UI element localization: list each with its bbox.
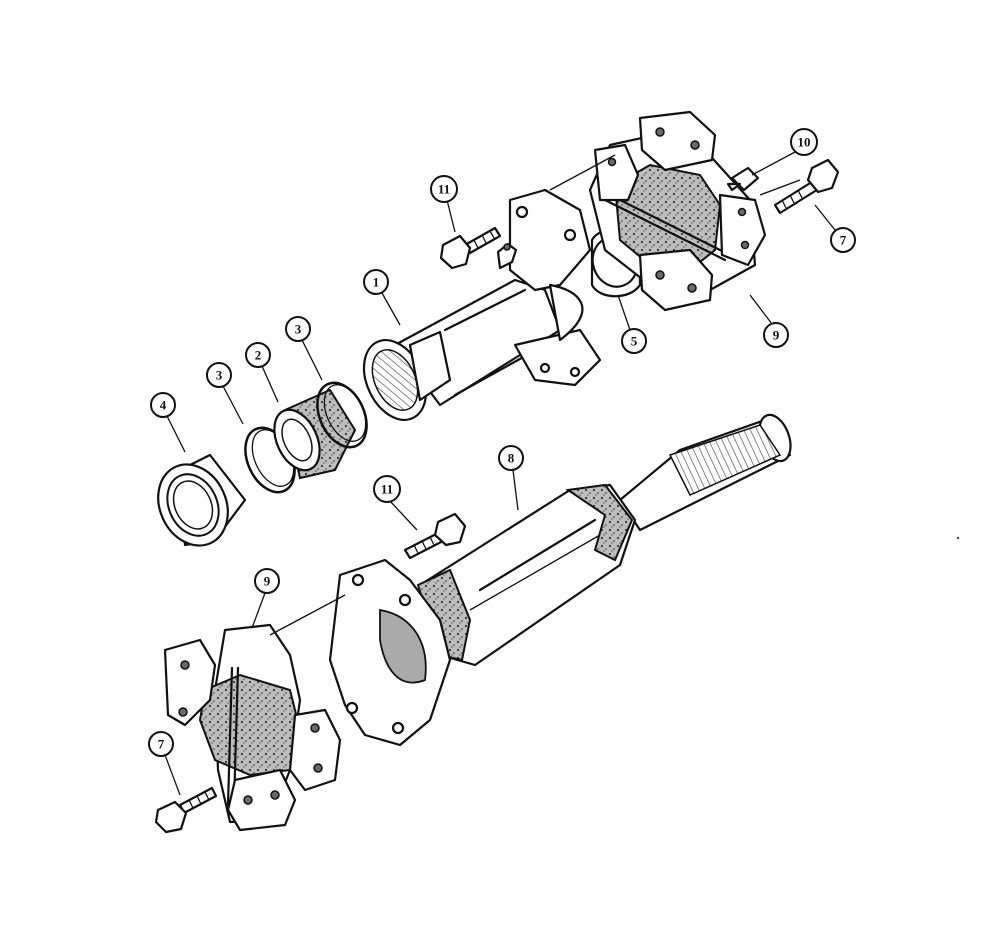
callout-9b: 9 (254, 568, 280, 594)
callout-5: 5 (621, 328, 647, 354)
callout-label: 7 (840, 233, 847, 248)
universal-joint-upper-part-9 (588, 110, 767, 312)
callout-label: 10 (798, 135, 811, 150)
callout-1: 1 (363, 269, 389, 295)
callout-3b: 3 (285, 316, 311, 342)
lower-bearing-cap-right (288, 708, 342, 792)
bolt-upper-part-7 (773, 158, 840, 215)
bolt-lower-part-11 (403, 512, 467, 560)
callout-label: 3 (216, 368, 223, 383)
callout-7b: 7 (148, 731, 174, 757)
grease-fitting-part-10 (726, 166, 760, 192)
bearing-part-2 (273, 388, 357, 480)
bearing-cap-top (638, 110, 717, 172)
callout-label: 9 (264, 574, 271, 589)
slip-yoke-shaft-part-1 (362, 188, 602, 421)
lower-bearing-cap-left (163, 638, 217, 727)
universal-joint-lower-part-9 (163, 623, 342, 832)
callout-10: 10 (790, 128, 818, 156)
grease-fitting (496, 242, 518, 270)
scan-speck (956, 536, 960, 540)
callout-label: 3 (295, 322, 302, 337)
callout-label: 11 (381, 482, 393, 497)
bearing-cap-right (718, 193, 767, 267)
callout-7a: 7 (830, 227, 856, 253)
callout-9a: 9 (763, 322, 789, 348)
propeller-shaft-tube-part-8 (328, 413, 792, 747)
ring-part-3-right (316, 381, 368, 449)
leader-lines (164, 151, 836, 796)
bearing-cap-bottom (638, 248, 714, 312)
callout-label: 4 (160, 398, 167, 413)
callout-label: 7 (158, 737, 165, 752)
callout-4: 4 (150, 392, 176, 418)
bolt-upper-part-11 (439, 226, 502, 270)
callout-label: 11 (438, 182, 450, 197)
callout-label: 5 (631, 334, 638, 349)
lower-bearing-cap-bottom (226, 768, 297, 832)
callout-8: 8 (498, 445, 524, 471)
callout-label: 1 (373, 275, 380, 290)
assembly-center-lines (269, 154, 801, 636)
dust-cap-part-4 (157, 453, 247, 547)
callout-label: 2 (255, 348, 262, 363)
callout-2: 2 (245, 342, 271, 368)
callout-3a: 3 (206, 362, 232, 388)
bearing-cap-left (593, 143, 640, 202)
callout-11a: 11 (430, 175, 458, 203)
callout-11b: 11 (373, 475, 401, 503)
callout-label: 9 (773, 328, 780, 343)
callout-label: 8 (508, 451, 515, 466)
bolt-lower-part-7 (154, 786, 218, 834)
